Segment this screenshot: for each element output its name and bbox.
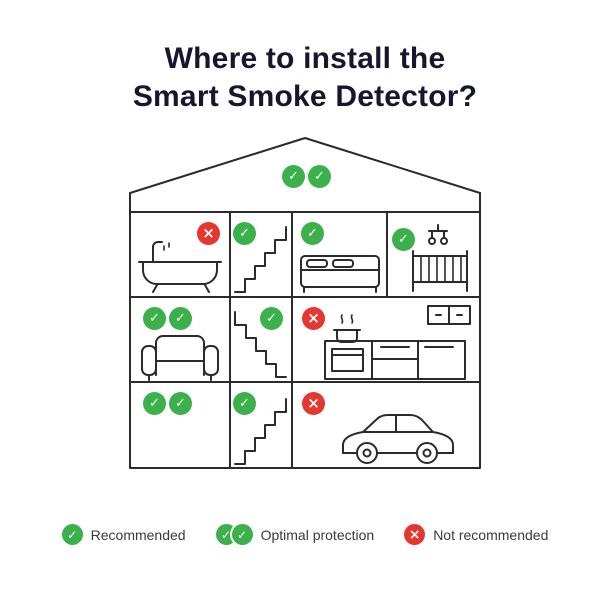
cross-badge-icon: × <box>404 524 426 545</box>
car-icon <box>342 414 454 464</box>
baby-mobile-icon <box>428 224 448 245</box>
title-line-2: Smart Smoke Detector? <box>132 80 478 114</box>
check-badge: ✓ <box>260 307 283 330</box>
legend-item-optimal-protection: ✓ ✓ Optimal protection <box>215 524 375 545</box>
bathtub-icon <box>138 241 222 293</box>
floor-lines <box>129 211 481 383</box>
check-badge: ✓ <box>233 392 256 415</box>
check-badge: ✓ <box>392 228 415 251</box>
cross-badge: × <box>302 307 325 330</box>
check-badge-icon: ✓ <box>61 524 83 545</box>
house-outline <box>129 192 481 469</box>
legend: ✓ Recommended ✓ ✓ Optimal protection × N… <box>0 524 610 545</box>
legend-item-not-recommended: × Not recommended <box>404 524 548 545</box>
house-diagram: ✓ ✓ × ✓ ✓ ✓ ✓ ✓ ✓ × ✓ ✓ ✓ × <box>129 135 481 469</box>
check-badge: ✓ <box>169 392 192 415</box>
legend-label-recommended: Recommended <box>90 526 186 543</box>
sofa-icon <box>141 335 219 381</box>
check-badge: ✓ <box>308 165 331 188</box>
check-badge: ✓ <box>143 307 166 330</box>
check-badge: ✓ <box>143 392 166 415</box>
interior-walls <box>229 211 388 469</box>
bed-icon <box>300 255 380 293</box>
legend-label-optimal-protection: Optimal protection <box>260 526 375 543</box>
cross-badge: × <box>197 222 220 245</box>
staircase-middle-icon <box>234 311 287 378</box>
crib-icon <box>412 250 468 292</box>
kitchen-icon <box>324 305 471 380</box>
staircase-bottom-icon <box>234 398 287 465</box>
check-badge: ✓ <box>282 165 305 188</box>
check-badge-icon: ✓ <box>215 524 237 545</box>
cross-badge: × <box>302 392 325 415</box>
check-badge: ✓ <box>233 222 256 245</box>
check-badge-icon: ✓ <box>231 524 253 545</box>
title-line-1: Where to install the <box>164 42 446 75</box>
check-badge: ✓ <box>169 307 192 330</box>
check-badge: ✓ <box>301 222 324 245</box>
staircase-top-icon <box>234 226 287 293</box>
legend-label-not-recommended: Not recommended <box>433 526 549 543</box>
roof-outline <box>129 137 481 194</box>
double-check-badge-icon: ✓ ✓ <box>215 524 253 545</box>
legend-item-recommended: ✓ Recommended <box>61 524 186 545</box>
house-drawing <box>129 137 481 469</box>
